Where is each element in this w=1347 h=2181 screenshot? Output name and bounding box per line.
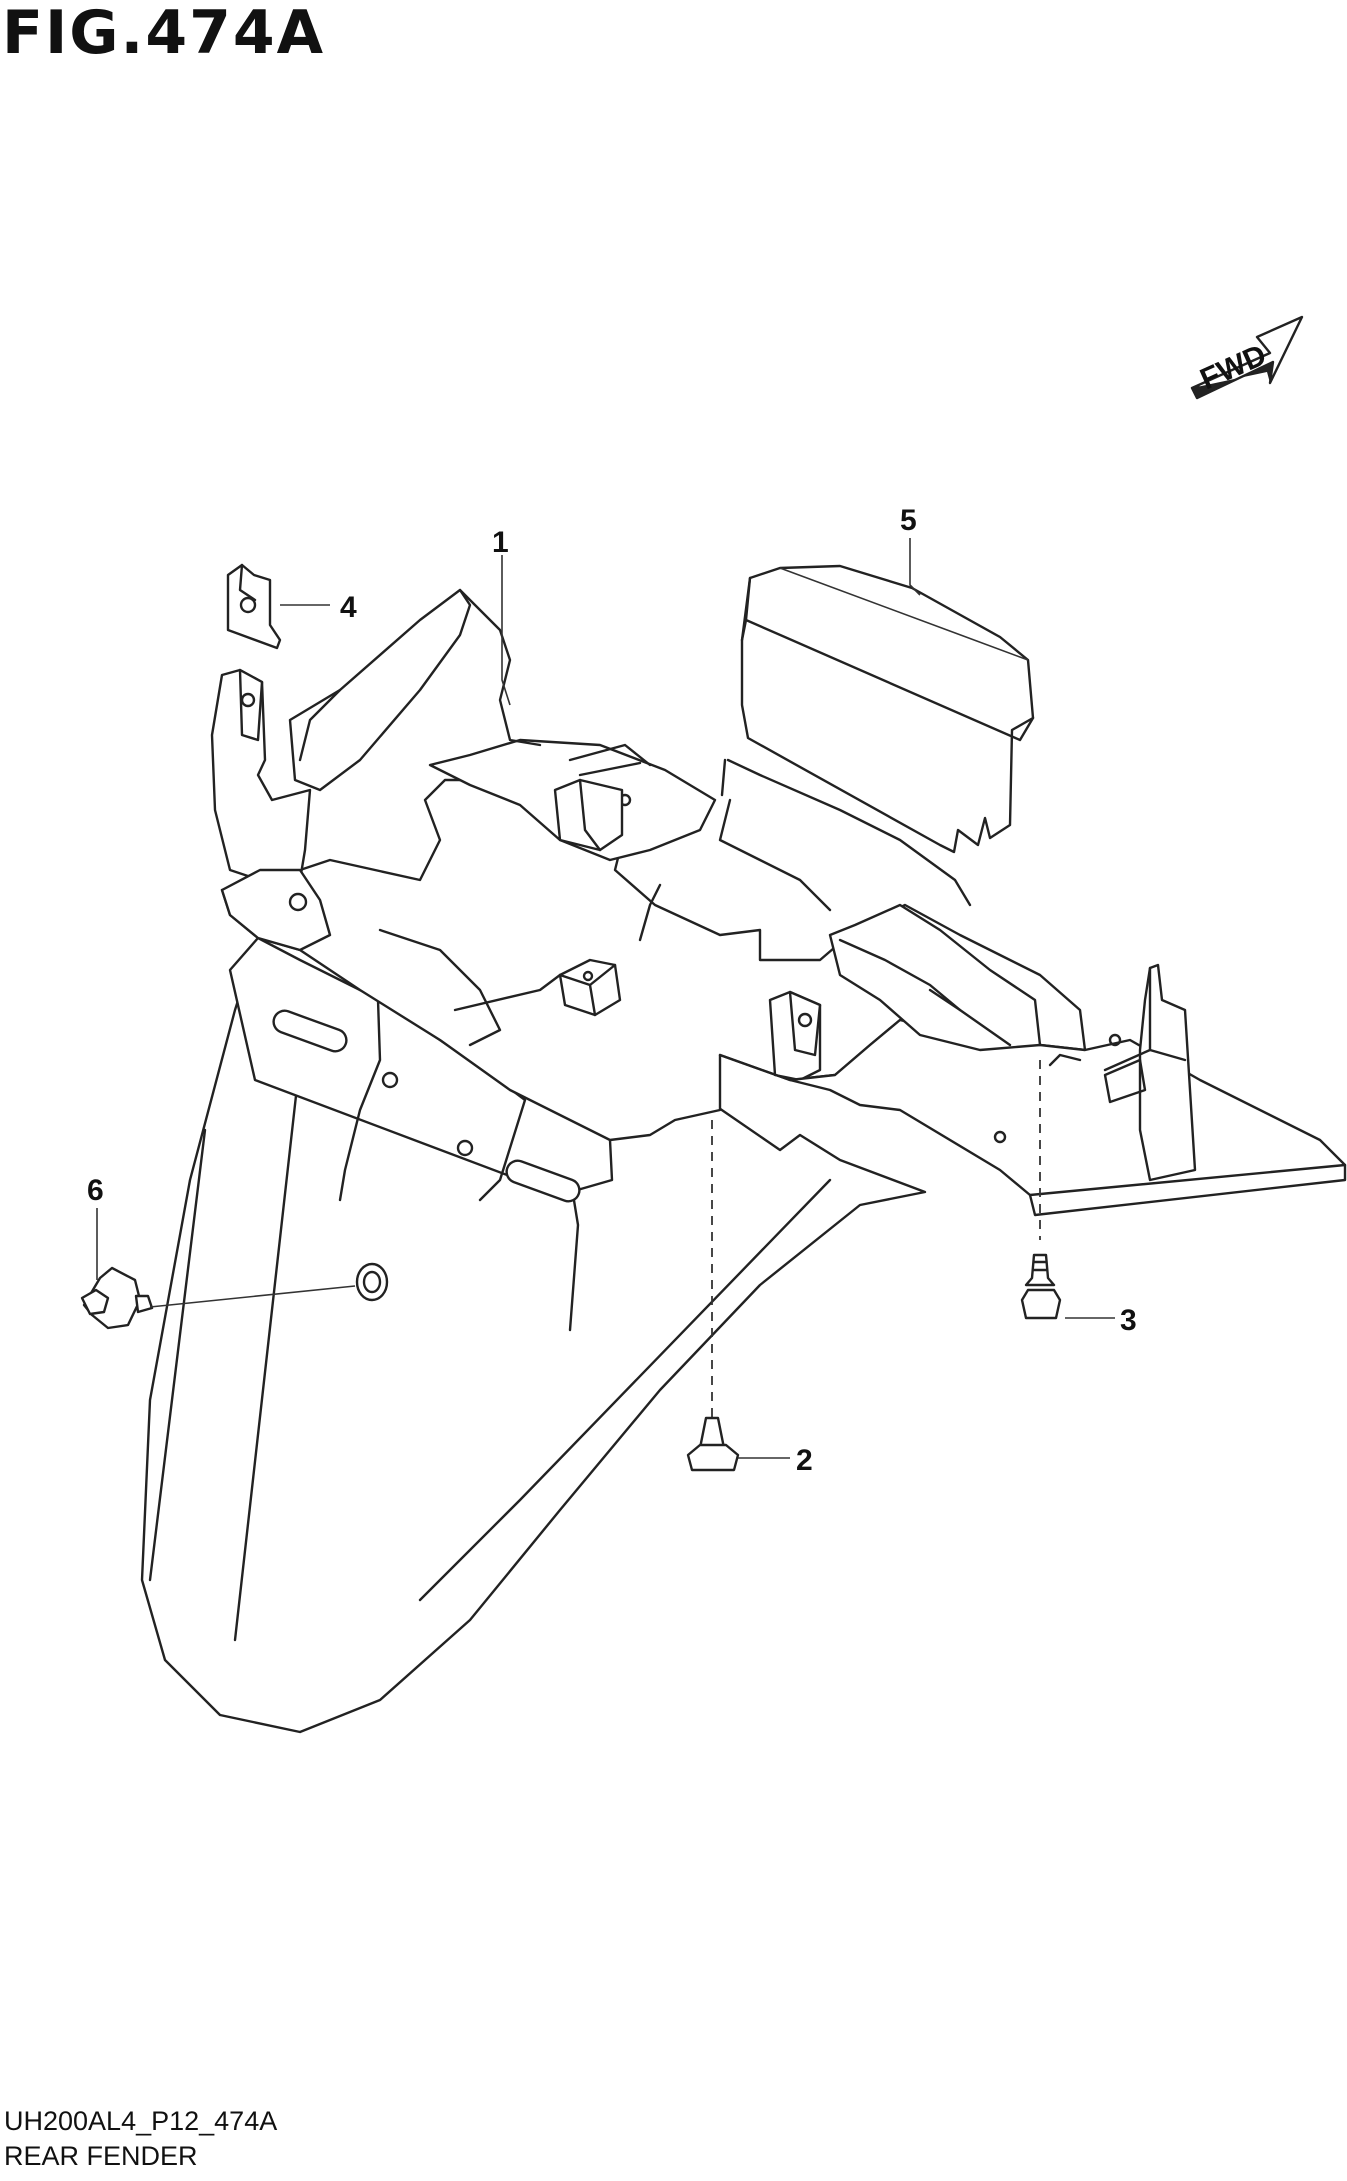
callout-2: 2: [796, 1444, 813, 1477]
figure-name: REAR FENDER: [4, 2141, 198, 2171]
clip-part: [686, 1120, 740, 1472]
bolt-part: [1020, 1060, 1062, 1320]
callout-3: 3: [1120, 1304, 1137, 1337]
fender-cover-part: [740, 564, 1035, 854]
bracket-nut-part: [226, 563, 282, 650]
callout-5: 5: [900, 504, 917, 537]
fwd-label: FWD: [1195, 338, 1271, 396]
figure-code: UH200AL4_P12_474A: [4, 2106, 278, 2136]
figure-title: FIG.474A: [2, 0, 326, 68]
fwd-arrow-icon: FWD: [1190, 315, 1304, 400]
callout-6: 6: [87, 1174, 104, 1207]
callout-1: 1: [492, 526, 509, 559]
leader-lines: [96, 538, 1115, 1459]
callout-4: 4: [340, 591, 357, 624]
rear-fender-part: [140, 588, 1347, 1734]
screw-part: [80, 1262, 389, 1330]
